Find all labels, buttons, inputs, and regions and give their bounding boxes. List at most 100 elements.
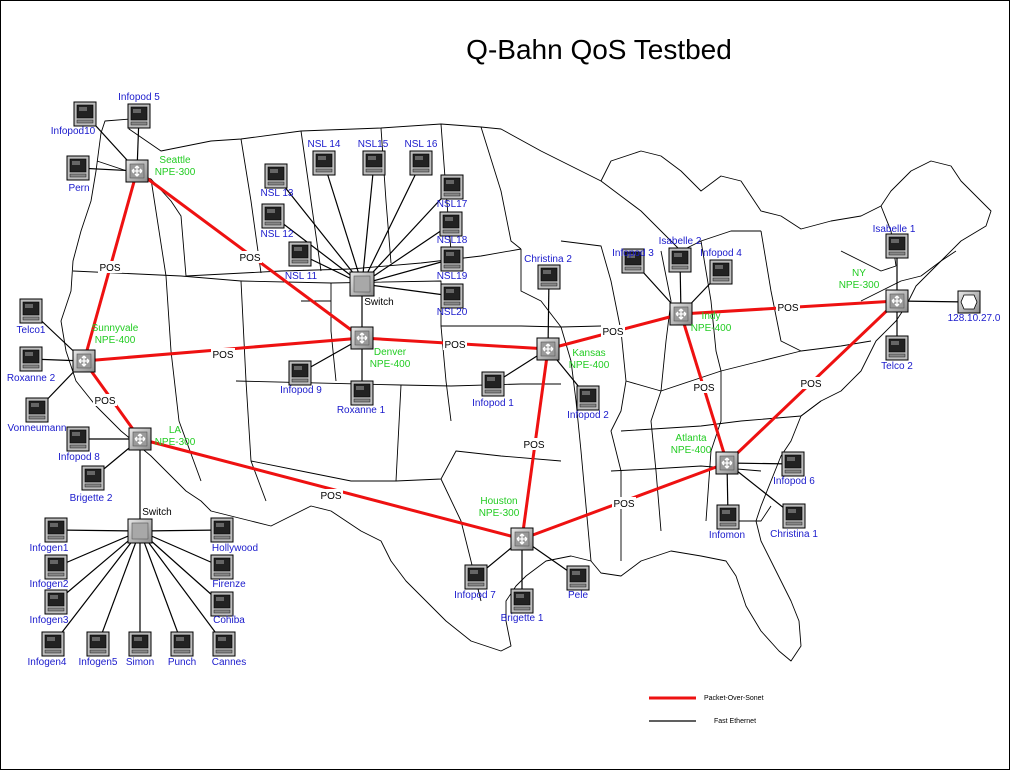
host-computer-icon[interactable] <box>885 233 909 259</box>
host-label: Infopod 9 <box>280 385 322 396</box>
host-computer-icon[interactable] <box>170 631 194 657</box>
host-computer-icon[interactable] <box>440 283 464 309</box>
pos-link-label: POS <box>94 396 115 407</box>
pos-link-label: POS <box>239 253 260 264</box>
pos-label-bg <box>319 489 343 501</box>
host-computer-icon[interactable] <box>261 203 285 229</box>
host-computer-icon[interactable] <box>350 380 374 406</box>
host-computer-icon[interactable] <box>66 426 90 452</box>
router-la-icon[interactable] <box>128 427 152 451</box>
host-label: NSL17 <box>437 199 468 210</box>
host-computer-icon[interactable] <box>41 631 65 657</box>
host-label: Infogen5 <box>79 657 118 668</box>
host-computer-icon[interactable] <box>66 155 90 181</box>
host-computer-icon[interactable] <box>440 246 464 272</box>
host-computer-icon[interactable] <box>210 517 234 543</box>
host-computer-icon[interactable] <box>210 554 234 580</box>
ethernet-link <box>361 258 453 285</box>
pos-link-label: POS <box>523 440 544 451</box>
host-label: Punch <box>168 657 196 668</box>
router-kansas-icon[interactable] <box>536 337 560 361</box>
host-computer-icon[interactable] <box>716 504 740 530</box>
host-computer-icon[interactable] <box>44 517 68 543</box>
pos-link-label: POS <box>602 327 623 338</box>
host-computer-icon[interactable] <box>212 631 236 657</box>
router-name: Denver <box>374 347 407 358</box>
host-label: Roxanne 2 <box>7 373 56 384</box>
host-computer-icon[interactable] <box>885 335 909 361</box>
host-computer-icon[interactable] <box>566 565 590 591</box>
ethernet-link <box>139 530 223 605</box>
host-computer-icon[interactable] <box>19 346 43 372</box>
host-computer-icon[interactable] <box>440 174 464 200</box>
host-computer-icon[interactable] <box>464 564 488 590</box>
host-computer-icon[interactable] <box>362 150 386 176</box>
router-type: NPE-400 <box>569 360 610 371</box>
host-computer-icon[interactable] <box>288 360 312 386</box>
switch-icon[interactable] <box>127 518 153 544</box>
router-atlanta-icon[interactable] <box>715 451 739 475</box>
host-label: NSL19 <box>437 271 468 282</box>
host-computer-icon[interactable] <box>537 264 561 290</box>
router-ny-icon[interactable] <box>885 289 909 313</box>
host-label: Roxanne 1 <box>337 405 386 416</box>
host-computer-icon[interactable] <box>481 371 505 397</box>
host-computer-icon[interactable] <box>81 465 105 491</box>
switch-icon[interactable] <box>349 271 375 297</box>
host-computer-icon[interactable] <box>127 103 151 129</box>
pos-link-label: POS <box>777 303 798 314</box>
host-computer-icon[interactable] <box>668 247 692 273</box>
router-indy-icon[interactable] <box>669 302 693 326</box>
pos-label-bg <box>799 377 823 389</box>
host-computer-icon[interactable] <box>576 385 600 411</box>
host-computer-icon[interactable] <box>409 150 433 176</box>
host-computer-icon[interactable] <box>312 150 336 176</box>
pos-label-bg <box>211 348 235 360</box>
router-seattle-icon[interactable] <box>125 159 149 183</box>
host-computer-icon[interactable] <box>73 101 97 127</box>
host-computer-icon[interactable] <box>128 631 152 657</box>
host-computer-icon[interactable] <box>19 298 43 324</box>
router-name: Houston <box>480 496 517 507</box>
host-computer-icon[interactable] <box>25 397 49 423</box>
host-computer-icon[interactable] <box>439 211 463 237</box>
host-label: Infopod 5 <box>118 92 160 103</box>
pos-label-bg <box>98 261 122 273</box>
pos-link-label: POS <box>800 379 821 390</box>
router-denver-icon[interactable] <box>350 326 374 350</box>
router-type: NPE-300 <box>839 280 880 291</box>
host-computer-icon[interactable] <box>210 591 234 617</box>
host-label: Isabelle 2 <box>659 236 702 247</box>
host-computer-icon[interactable] <box>86 631 110 657</box>
router-name: Sunnyvale <box>92 323 139 334</box>
host-computer-icon[interactable] <box>781 451 805 477</box>
router-name: NY <box>852 268 866 279</box>
host-computer-icon[interactable] <box>709 259 733 285</box>
ethernet-link <box>139 530 225 645</box>
pos-link-label: POS <box>613 499 634 510</box>
host-computer-icon[interactable] <box>44 554 68 580</box>
host-computer-icon[interactable] <box>44 589 68 615</box>
host-computer-icon[interactable] <box>782 503 806 529</box>
host-label: Christina 1 <box>770 529 818 540</box>
legend-pos-label: Packet-Over-Sonet <box>704 695 764 702</box>
external-network-icon[interactable] <box>957 290 981 314</box>
host-computer-icon[interactable] <box>264 163 288 189</box>
host-label: Isabelle 1 <box>873 224 916 235</box>
host-label: NSL 13 <box>261 188 294 199</box>
ethernet-link <box>361 162 375 285</box>
pos-label-bg <box>238 251 262 263</box>
router-sunnyvale-icon[interactable] <box>72 349 96 373</box>
host-computer-icon[interactable] <box>288 241 312 267</box>
host-computer-icon[interactable] <box>510 588 534 614</box>
ethernet-link <box>97 530 141 645</box>
host-label: NSL15 <box>358 139 389 150</box>
host-label: Infogen2 <box>30 579 69 590</box>
ethernet-link <box>55 530 141 603</box>
router-houston-icon[interactable] <box>510 527 534 551</box>
